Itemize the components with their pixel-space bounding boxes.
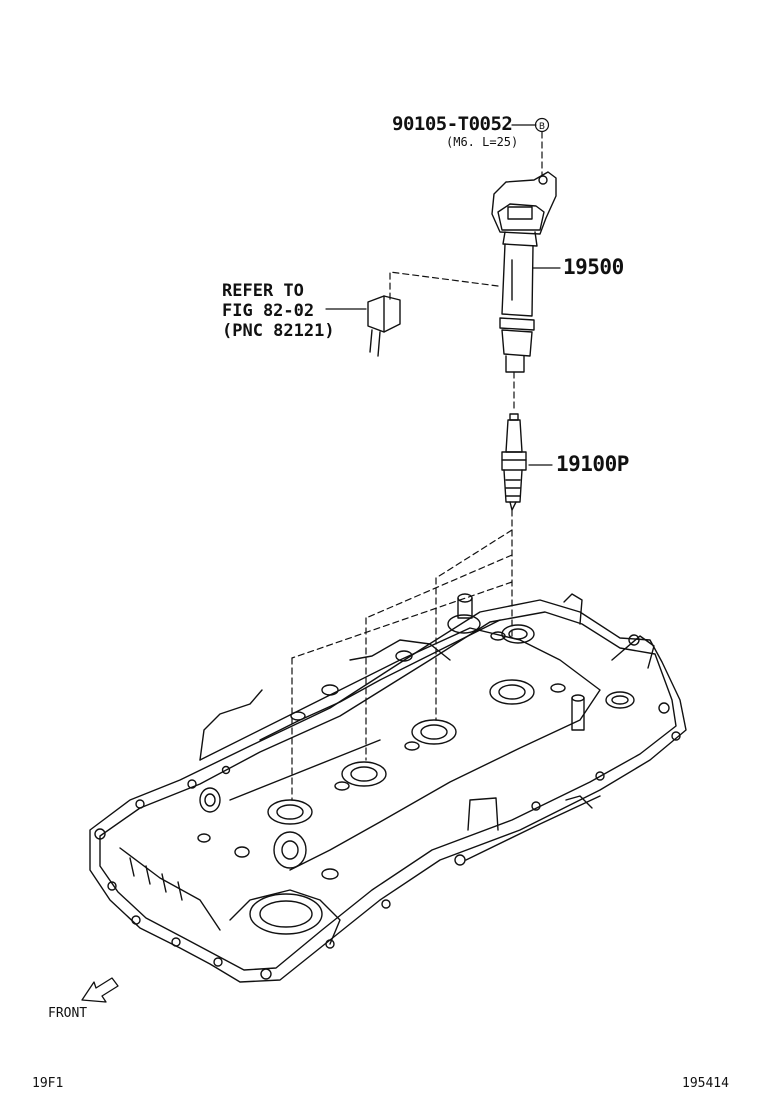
footer-left-code: 19F1: [32, 1076, 64, 1091]
reference-note: REFER TO FIG 82-02 (PNC 82121): [222, 281, 335, 341]
ignition-coil-icon: [491, 171, 557, 373]
ignition-coil-part-number: 19500: [563, 255, 624, 279]
front-arrow-icon: [81, 977, 119, 1003]
front-label: FRONT: [48, 1006, 88, 1021]
bolt-marker-letter: B: [539, 122, 545, 132]
spark-plug-part-number: 19100P: [556, 452, 629, 476]
spark-plug-icon: [501, 413, 527, 511]
bolt-part-number: 90105-T0052: [392, 113, 513, 135]
footer-right-code: 195414: [682, 1076, 729, 1091]
reference-line-2: FIG 82-02: [222, 301, 315, 321]
reference-line-1: REFER TO: [222, 281, 304, 301]
connector-icon: [367, 295, 401, 357]
leader-lines: [325, 124, 561, 466]
cylinder-head-cover-icon: [89, 593, 687, 983]
reference-line-3: (PNC 82121): [222, 321, 335, 341]
bolt-spec: (M6. L=25): [446, 135, 519, 149]
bolt-marker-icon: B: [534, 117, 550, 133]
